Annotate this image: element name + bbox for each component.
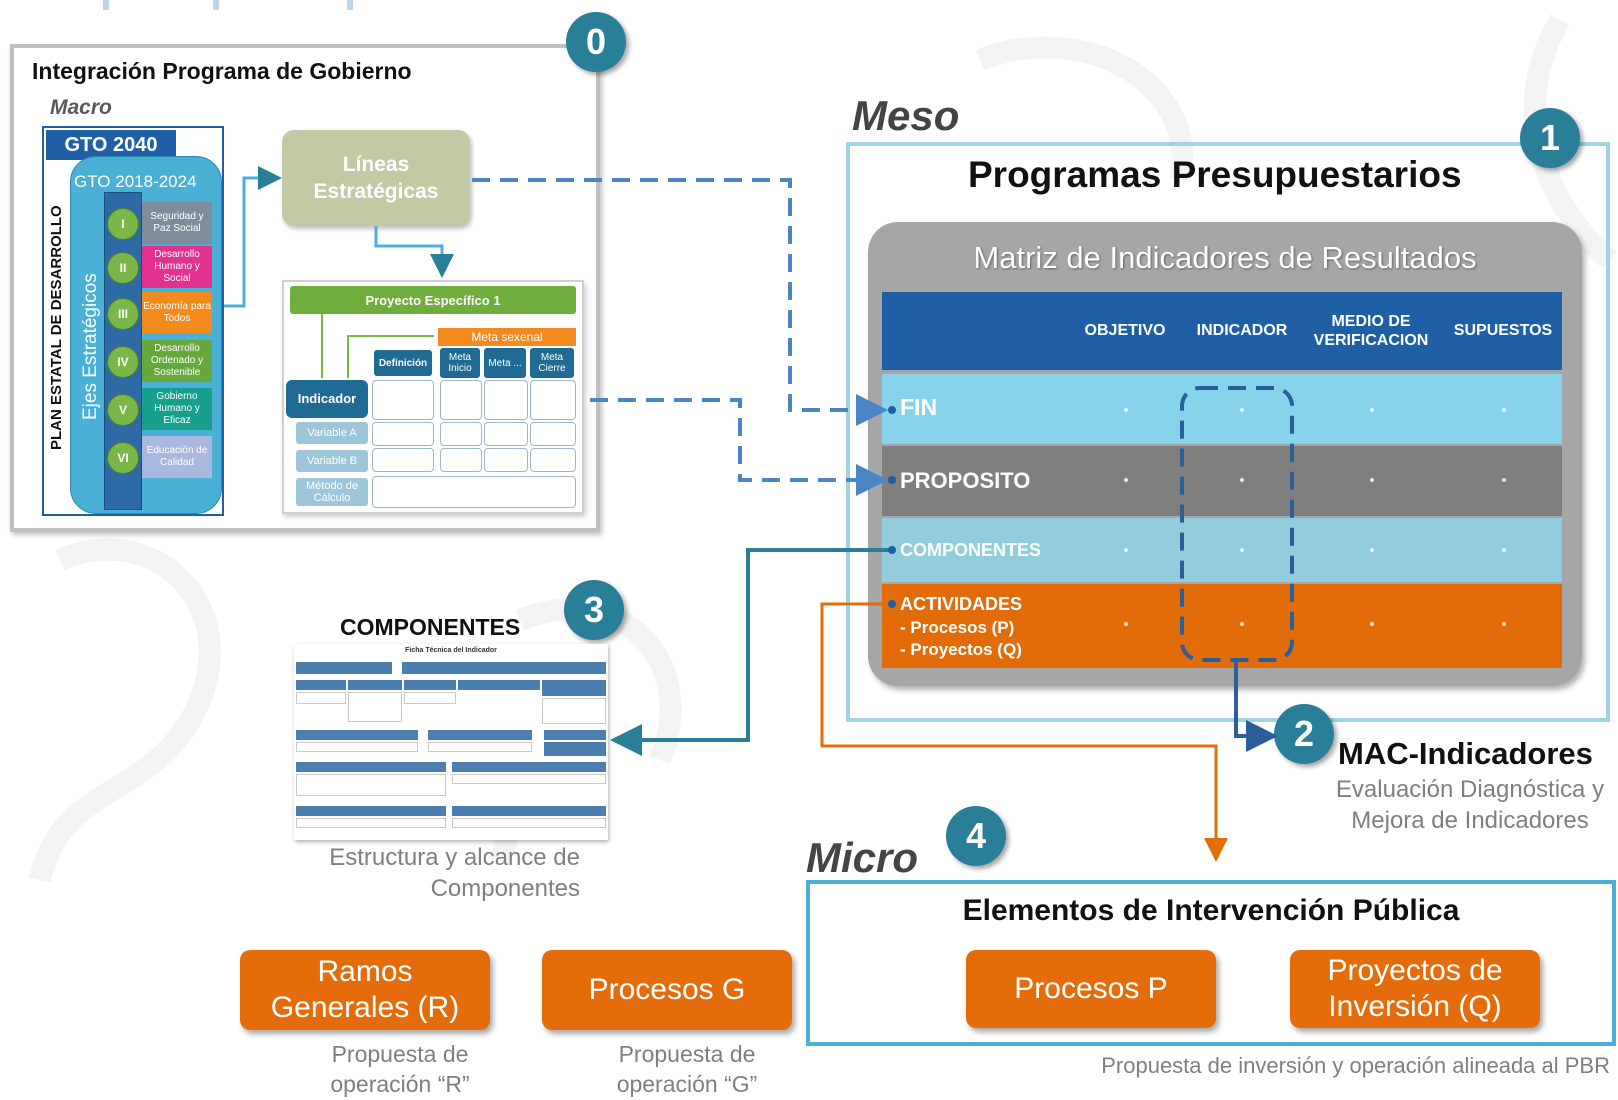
- mir-cell-dot: [1240, 622, 1244, 626]
- componentes-title: COMPONENTES: [340, 614, 521, 640]
- row-fin: FIN: [882, 374, 1562, 444]
- template-cell: [484, 380, 528, 420]
- col-supuestos: SUPUESTOS: [1453, 322, 1553, 339]
- row-componentes-label: COMPONENTES: [900, 540, 1042, 560]
- mir-header-row: [882, 292, 1562, 370]
- template-cell: [530, 422, 576, 446]
- variable-b-cell: Variable B: [296, 450, 368, 472]
- row-actividades: ACTIVIDADES - Procesos (P) - Proyectos (…: [882, 584, 1562, 668]
- variable-a-cell: Variable A: [296, 422, 368, 444]
- mir-cell-dot: [1124, 408, 1128, 412]
- mir-cell-dot: [1370, 408, 1374, 412]
- eje-label-6: Educación de Calidad: [142, 436, 212, 478]
- col-objetivo: OBJETIVO: [1084, 322, 1166, 339]
- mir-cell-dot: [1370, 622, 1374, 626]
- row-procesos-label: - Procesos (P): [900, 618, 1015, 637]
- template-cell: [530, 380, 576, 420]
- template-cell: [440, 448, 482, 472]
- mir-cell-dot: [1502, 548, 1506, 552]
- col-indicador: INDICADOR: [1196, 322, 1288, 339]
- eje-numeral-3: III: [107, 298, 139, 330]
- row-proposito: PROPOSITO: [882, 446, 1562, 516]
- eje-label-1: Seguridad y Paz Social: [142, 202, 212, 244]
- template-cell: [440, 380, 482, 420]
- eje-numeral-2: II: [107, 252, 139, 284]
- step-badge-1: 1: [1520, 108, 1580, 168]
- ficha-tecnica-title: Ficha Técnica del Indicador: [405, 647, 497, 654]
- mir-cell-dot: [1502, 408, 1506, 412]
- eje-label-5: Gobierno Humano y Eficaz: [142, 388, 212, 430]
- gto-2040-label: GTO 2040: [46, 130, 176, 160]
- row-proyectos-label: - Proyectos (Q): [900, 640, 1022, 659]
- mir-cell-dot: [1240, 478, 1244, 482]
- ficha-tecnica-image: Ficha Técnica del Indicador: [294, 644, 608, 840]
- elementos-intervencion-box: [806, 880, 1616, 1046]
- program-integration-title: Integración Programa de Gobierno: [32, 58, 412, 84]
- template-cell: [372, 448, 434, 472]
- template-cell: [530, 448, 576, 472]
- elementos-intervencion-title: Elementos de Intervención Pública: [962, 894, 1460, 927]
- mir-cell-dot: [1370, 548, 1374, 552]
- mir-cell-dot: [1502, 478, 1506, 482]
- eje-numeral-4: IV: [107, 346, 139, 378]
- lineas-estrategicas-label: Líneas Estratégicas: [313, 152, 439, 203]
- template-cell: [484, 422, 528, 446]
- eje-label-4: Desarrollo Ordenado y Sostenible: [142, 340, 212, 382]
- template-cell: [372, 380, 434, 420]
- row-proposito-label: PROPOSITO: [900, 468, 1031, 493]
- col-medio-verificacion: MEDIO DE VERIFICACION: [1313, 312, 1429, 349]
- micro-level-label: Micro: [806, 834, 919, 881]
- proyecto-connectors: [321, 314, 434, 378]
- template-cell: [372, 422, 434, 446]
- mir-cell-dot: [1124, 622, 1128, 626]
- eje-numeral-1: I: [107, 208, 139, 240]
- metodo-calculo-cell: Método de Cálculo: [296, 478, 368, 506]
- programas-presupuestarios-title: Programas Presupuestarios: [968, 154, 1462, 195]
- procesos-g-box: Procesos G: [542, 950, 792, 1030]
- mir-cell-dot: [1124, 548, 1128, 552]
- definicion-header: Definición: [374, 350, 432, 376]
- eje-label-3: Economía para Todos: [142, 292, 212, 334]
- gto-2018-label: GTO 2018-2024: [74, 172, 197, 191]
- mac-indicadores-title: MAC-Indicadores: [1338, 736, 1593, 771]
- procesos-p-box: Procesos P: [966, 950, 1216, 1028]
- mir-cell-dot: [1240, 548, 1244, 552]
- row-fin-label: FIN: [900, 394, 938, 420]
- template-cell: [440, 422, 482, 446]
- mir-cell-dot: [1502, 622, 1506, 626]
- mir-cell-dot: [1124, 478, 1128, 482]
- row-componentes: COMPONENTES: [882, 518, 1562, 582]
- lineas-estrategicas-box: Líneas Estratégicas: [282, 130, 470, 226]
- eje-numeral-5: V: [107, 394, 139, 426]
- template-cell: [372, 476, 576, 508]
- step-badge-0: 0: [566, 12, 626, 72]
- eje-label-2: Desarrollo Humano y Social: [142, 246, 212, 288]
- micro-caption: Propuesta de inversión y operación aline…: [1101, 1053, 1610, 1078]
- step-badge-2: 2: [1274, 704, 1334, 764]
- step-badge-4: 4: [946, 806, 1006, 866]
- eje-numeral-6: VI: [107, 442, 139, 474]
- template-cell: [484, 448, 528, 472]
- mir-title: Matriz de Indicadores de Resultados: [973, 240, 1477, 275]
- macro-label: Macro: [50, 96, 112, 119]
- mir-cell-dot: [1370, 478, 1374, 482]
- meso-level-label: Meso: [852, 92, 960, 139]
- indicador-cell: Indicador: [286, 380, 368, 418]
- step-badge-3: 3: [564, 580, 624, 640]
- row-actividades-label: ACTIVIDADES: [900, 594, 1023, 614]
- mir-cell-dot: [1240, 408, 1244, 412]
